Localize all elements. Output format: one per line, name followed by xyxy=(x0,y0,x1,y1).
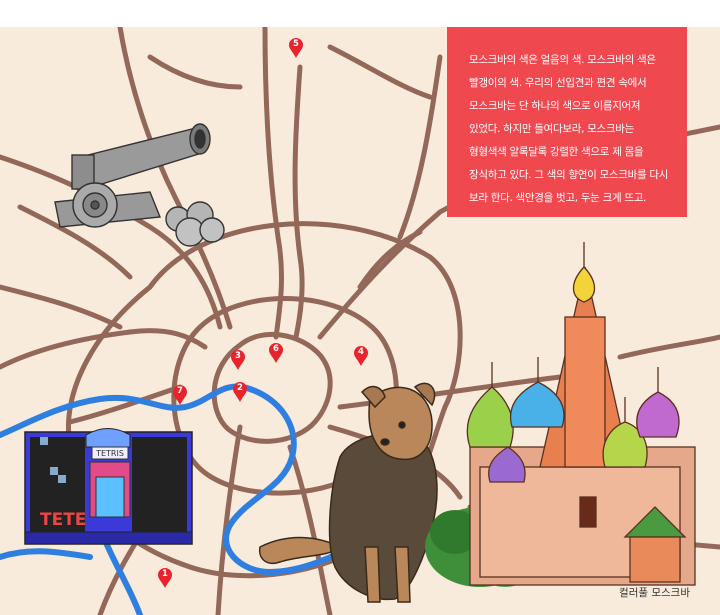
map-pin-4[interactable]: 4 xyxy=(353,345,369,367)
map-pin-7[interactable]: 7 xyxy=(172,384,188,406)
map-pin-1[interactable]: 1 xyxy=(157,567,173,589)
map-pin-2[interactable]: 2 xyxy=(232,381,248,403)
sitting-dog-illustration xyxy=(258,382,438,603)
pin-label: 4 xyxy=(358,347,364,357)
pin-label: 1 xyxy=(162,569,168,579)
tetris-sign-text: TETRIS xyxy=(95,449,124,458)
intro-text: 모스크바의 색은 얼음의 색. 모스크바의 색은 빨갱이의 색. 우리의 선입견… xyxy=(469,54,669,204)
st-basils-cathedral-illustration xyxy=(466,242,696,586)
pin-label: 2 xyxy=(237,383,243,393)
map-drawing: TETRIS TETE xyxy=(0,27,720,615)
garden-ring-road xyxy=(211,331,333,444)
pin-label: 5 xyxy=(293,39,299,49)
map-pin-3[interactable]: 3 xyxy=(230,349,246,371)
map-pin-5[interactable]: 5 xyxy=(288,37,304,59)
tetris-shop-illustration: TETRIS TETE xyxy=(24,428,193,545)
tsar-cannon-illustration xyxy=(54,123,225,247)
pin-label: 6 xyxy=(273,344,279,354)
tetris-window-text: TETE xyxy=(40,510,86,530)
intro-text-box: 모스크바의 색은 얼음의 색. 모스크바의 색은 빨갱이의 색. 우리의 선입견… xyxy=(447,27,687,217)
pin-label: 3 xyxy=(235,351,241,361)
map-caption: 컬러풀 모스크바 xyxy=(619,587,690,599)
pin-label: 7 xyxy=(177,386,183,396)
map-pin-6[interactable]: 6 xyxy=(268,342,284,364)
